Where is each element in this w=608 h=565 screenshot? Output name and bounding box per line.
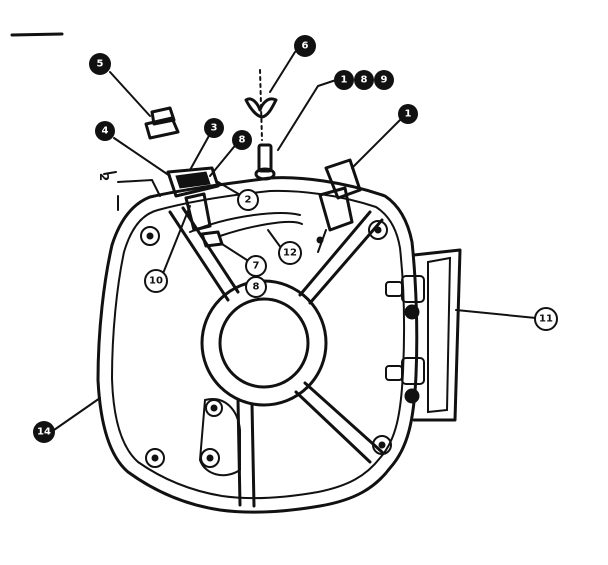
svg-text:14: 14 [37,427,51,438]
plug-button [144,106,180,140]
svg-text:3: 3 [211,123,218,134]
rib-lower-right-b [303,381,384,454]
callout-4: 4 [95,121,115,141]
end-bell-housing [96,176,419,514]
callout-1: 1 [398,104,418,124]
rib-upper-right-a [298,210,372,297]
svg-text:2: 2 [245,195,252,206]
end-bell-outer-contour [96,176,419,514]
svg-text:9: 9 [381,75,388,86]
callout-11: 11 [534,307,558,331]
terminal-board-frame [412,248,462,422]
callout-14: 14 [33,421,55,443]
svg-text:7: 7 [253,261,260,272]
callout-6: 6 [294,35,316,57]
rib-upper-right-b [308,218,384,305]
rib-lower-right-a [294,390,372,464]
svg-text:4: 4 [102,126,109,137]
wing-nut [244,69,278,141]
svg-text:5: 5 [97,59,104,70]
side-mark-label: 2 [97,173,111,181]
switch-bracket-assembly [103,166,220,232]
callout-10: 10 [144,269,168,293]
svg-text:8: 8 [253,282,260,293]
stud-assembly [254,143,276,181]
callout-8-low: 8 [245,276,267,298]
svg-text:1: 1 [341,75,348,86]
terminal-lower [385,357,425,404]
rib-lower-left-b [250,402,256,508]
svg-text:8: 8 [361,75,368,86]
svg-text:11: 11 [539,314,553,325]
callout-12: 12 [278,241,302,265]
terminal-upper [385,275,425,320]
protector-switch [316,158,362,253]
callout-1-8-9: 1 8 9 [334,70,394,90]
svg-text:1: 1 [405,109,412,120]
svg-text:12: 12 [283,248,297,259]
mounting-bosses [140,220,392,468]
rib-upper-left-a [168,210,230,302]
terminal-board [385,248,462,422]
callout-5: 5 [89,53,111,75]
callout-8-top: 8 [232,130,252,150]
svg-text:10: 10 [149,276,163,287]
callout-7: 7 [245,255,267,277]
callout-3: 3 [204,118,224,138]
svg-text:8: 8 [239,135,246,146]
hub-bore [218,297,310,389]
stray-mark [10,32,64,37]
callout-2: 2 [237,189,259,211]
svg-text:6: 6 [302,41,309,52]
lower-left-pocket [198,398,241,477]
leader-lines [53,51,537,431]
terminal-board-inner [427,256,452,414]
